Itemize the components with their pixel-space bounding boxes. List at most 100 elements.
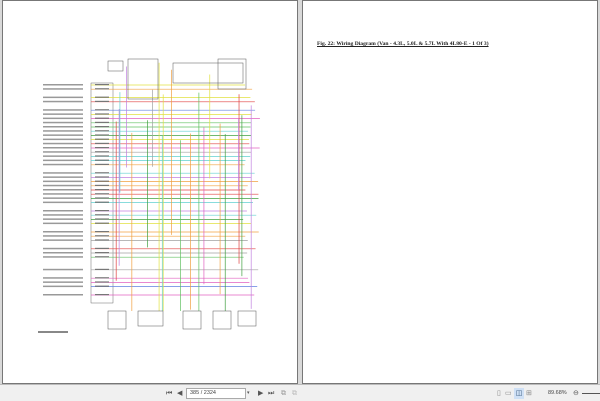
single-page-view-icon[interactable]: ▯ bbox=[497, 390, 501, 397]
wire-label bbox=[43, 84, 83, 86]
two-page-continuous-icon[interactable]: ⊞ bbox=[526, 390, 532, 397]
circuit-label bbox=[95, 163, 109, 165]
component bbox=[237, 310, 257, 327]
go-back-icon[interactable]: ⧉ bbox=[281, 390, 286, 397]
page-number-input[interactable]: 385 / 2324 bbox=[186, 388, 246, 399]
circuit-label bbox=[95, 155, 109, 157]
component bbox=[182, 310, 202, 330]
wire-label bbox=[43, 268, 83, 271]
wire-label bbox=[43, 176, 83, 178]
zoom-slider[interactable] bbox=[582, 393, 600, 394]
wire-label bbox=[43, 155, 83, 157]
wire-label bbox=[43, 218, 83, 220]
circuit-label bbox=[95, 268, 109, 270]
circuit-label bbox=[95, 176, 109, 178]
circuit-label bbox=[95, 180, 109, 182]
wire-label bbox=[43, 294, 83, 296]
circuit-label bbox=[95, 222, 109, 224]
wire-label bbox=[43, 130, 83, 132]
wire-label bbox=[43, 163, 83, 166]
wire-label bbox=[43, 197, 83, 199]
go-forward-icon[interactable]: ⧉ bbox=[292, 390, 297, 397]
circuit-label bbox=[95, 172, 109, 174]
wire-label bbox=[43, 256, 83, 258]
wire-label bbox=[43, 126, 83, 128]
wire-label bbox=[43, 239, 83, 241]
wire-label bbox=[43, 109, 83, 111]
circuit-label bbox=[95, 138, 109, 140]
wire-label bbox=[43, 277, 83, 279]
circuit-label bbox=[95, 210, 109, 212]
connector-block bbox=[90, 82, 114, 304]
previous-page-icon[interactable]: ◀ bbox=[177, 390, 183, 397]
wire-label bbox=[43, 201, 83, 204]
bottom-toolbar: ⏮ ◀ 385 / 2324 ▾ ▶ ⏭ ⧉ ⧉ ▯ ▭ ◫ ⊞ 89.68% … bbox=[0, 384, 600, 401]
circuit-label bbox=[95, 197, 109, 199]
wire-label bbox=[43, 281, 83, 283]
wire-label bbox=[43, 121, 83, 124]
component bbox=[107, 310, 127, 330]
component bbox=[172, 62, 244, 84]
circuit-label bbox=[95, 218, 109, 220]
circuit-label bbox=[95, 281, 109, 283]
next-page-icon[interactable]: ▶ bbox=[258, 390, 264, 397]
first-page-icon[interactable]: ⏮ bbox=[166, 390, 173, 397]
circuit-label bbox=[95, 109, 109, 111]
circuit-label bbox=[95, 184, 109, 186]
continuous-view-icon[interactable]: ▭ bbox=[505, 390, 512, 397]
last-page-icon[interactable]: ⏭ bbox=[268, 390, 275, 397]
wire-label bbox=[43, 231, 83, 233]
circuit-label bbox=[95, 96, 109, 98]
wire-label bbox=[43, 134, 83, 136]
wire-label bbox=[43, 222, 83, 225]
circuit-label bbox=[95, 117, 109, 119]
circuit-label bbox=[95, 277, 109, 279]
component bbox=[127, 58, 159, 100]
wire-label bbox=[43, 151, 83, 153]
circuit-label bbox=[95, 121, 109, 123]
circuit-label bbox=[95, 88, 109, 90]
circuit-label bbox=[95, 193, 109, 195]
wire-label bbox=[43, 214, 83, 216]
wire-label bbox=[43, 252, 83, 254]
wire-label bbox=[43, 193, 83, 195]
component bbox=[137, 310, 164, 327]
wire-label bbox=[43, 113, 83, 115]
dropdown-icon[interactable]: ▾ bbox=[247, 390, 250, 396]
wire-label bbox=[43, 96, 83, 99]
wiring-diagram bbox=[38, 58, 260, 333]
circuit-label bbox=[95, 159, 109, 161]
wire-label bbox=[43, 142, 83, 145]
component bbox=[217, 58, 247, 90]
circuit-label bbox=[95, 285, 109, 287]
footer-label bbox=[38, 331, 68, 333]
wire-label bbox=[43, 88, 83, 90]
wire-label bbox=[43, 285, 83, 288]
circuit-label bbox=[95, 201, 109, 203]
component bbox=[212, 310, 232, 330]
zoom-out-icon[interactable]: ⊖ bbox=[573, 390, 579, 397]
wire-label bbox=[43, 189, 83, 191]
circuit-label bbox=[95, 256, 109, 258]
circuit-label bbox=[95, 239, 109, 241]
wire-label bbox=[43, 138, 83, 141]
circuit-label bbox=[95, 252, 109, 254]
circuit-label bbox=[95, 235, 109, 237]
circuit-label bbox=[95, 130, 109, 132]
two-page-view-icon[interactable]: ◫ bbox=[514, 388, 524, 399]
wire-label bbox=[43, 180, 83, 183]
wire-label bbox=[43, 184, 83, 187]
left-page bbox=[2, 0, 298, 384]
wire-label bbox=[43, 100, 83, 103]
circuit-label bbox=[95, 214, 109, 216]
circuit-label bbox=[95, 126, 109, 128]
circuit-label bbox=[95, 134, 109, 136]
wire-label bbox=[43, 117, 83, 120]
circuit-label bbox=[95, 84, 109, 86]
wire-label bbox=[43, 159, 83, 162]
right-page: Fig. 22: Wiring Diagram (Van - 4.3L, 5.0… bbox=[302, 0, 598, 384]
zoom-level[interactable]: 89.68% bbox=[548, 390, 567, 396]
wire-label bbox=[43, 247, 83, 250]
figure-title: Fig. 22: Wiring Diagram (Van - 4.3L, 5.0… bbox=[317, 41, 489, 47]
wire-label bbox=[43, 147, 83, 149]
